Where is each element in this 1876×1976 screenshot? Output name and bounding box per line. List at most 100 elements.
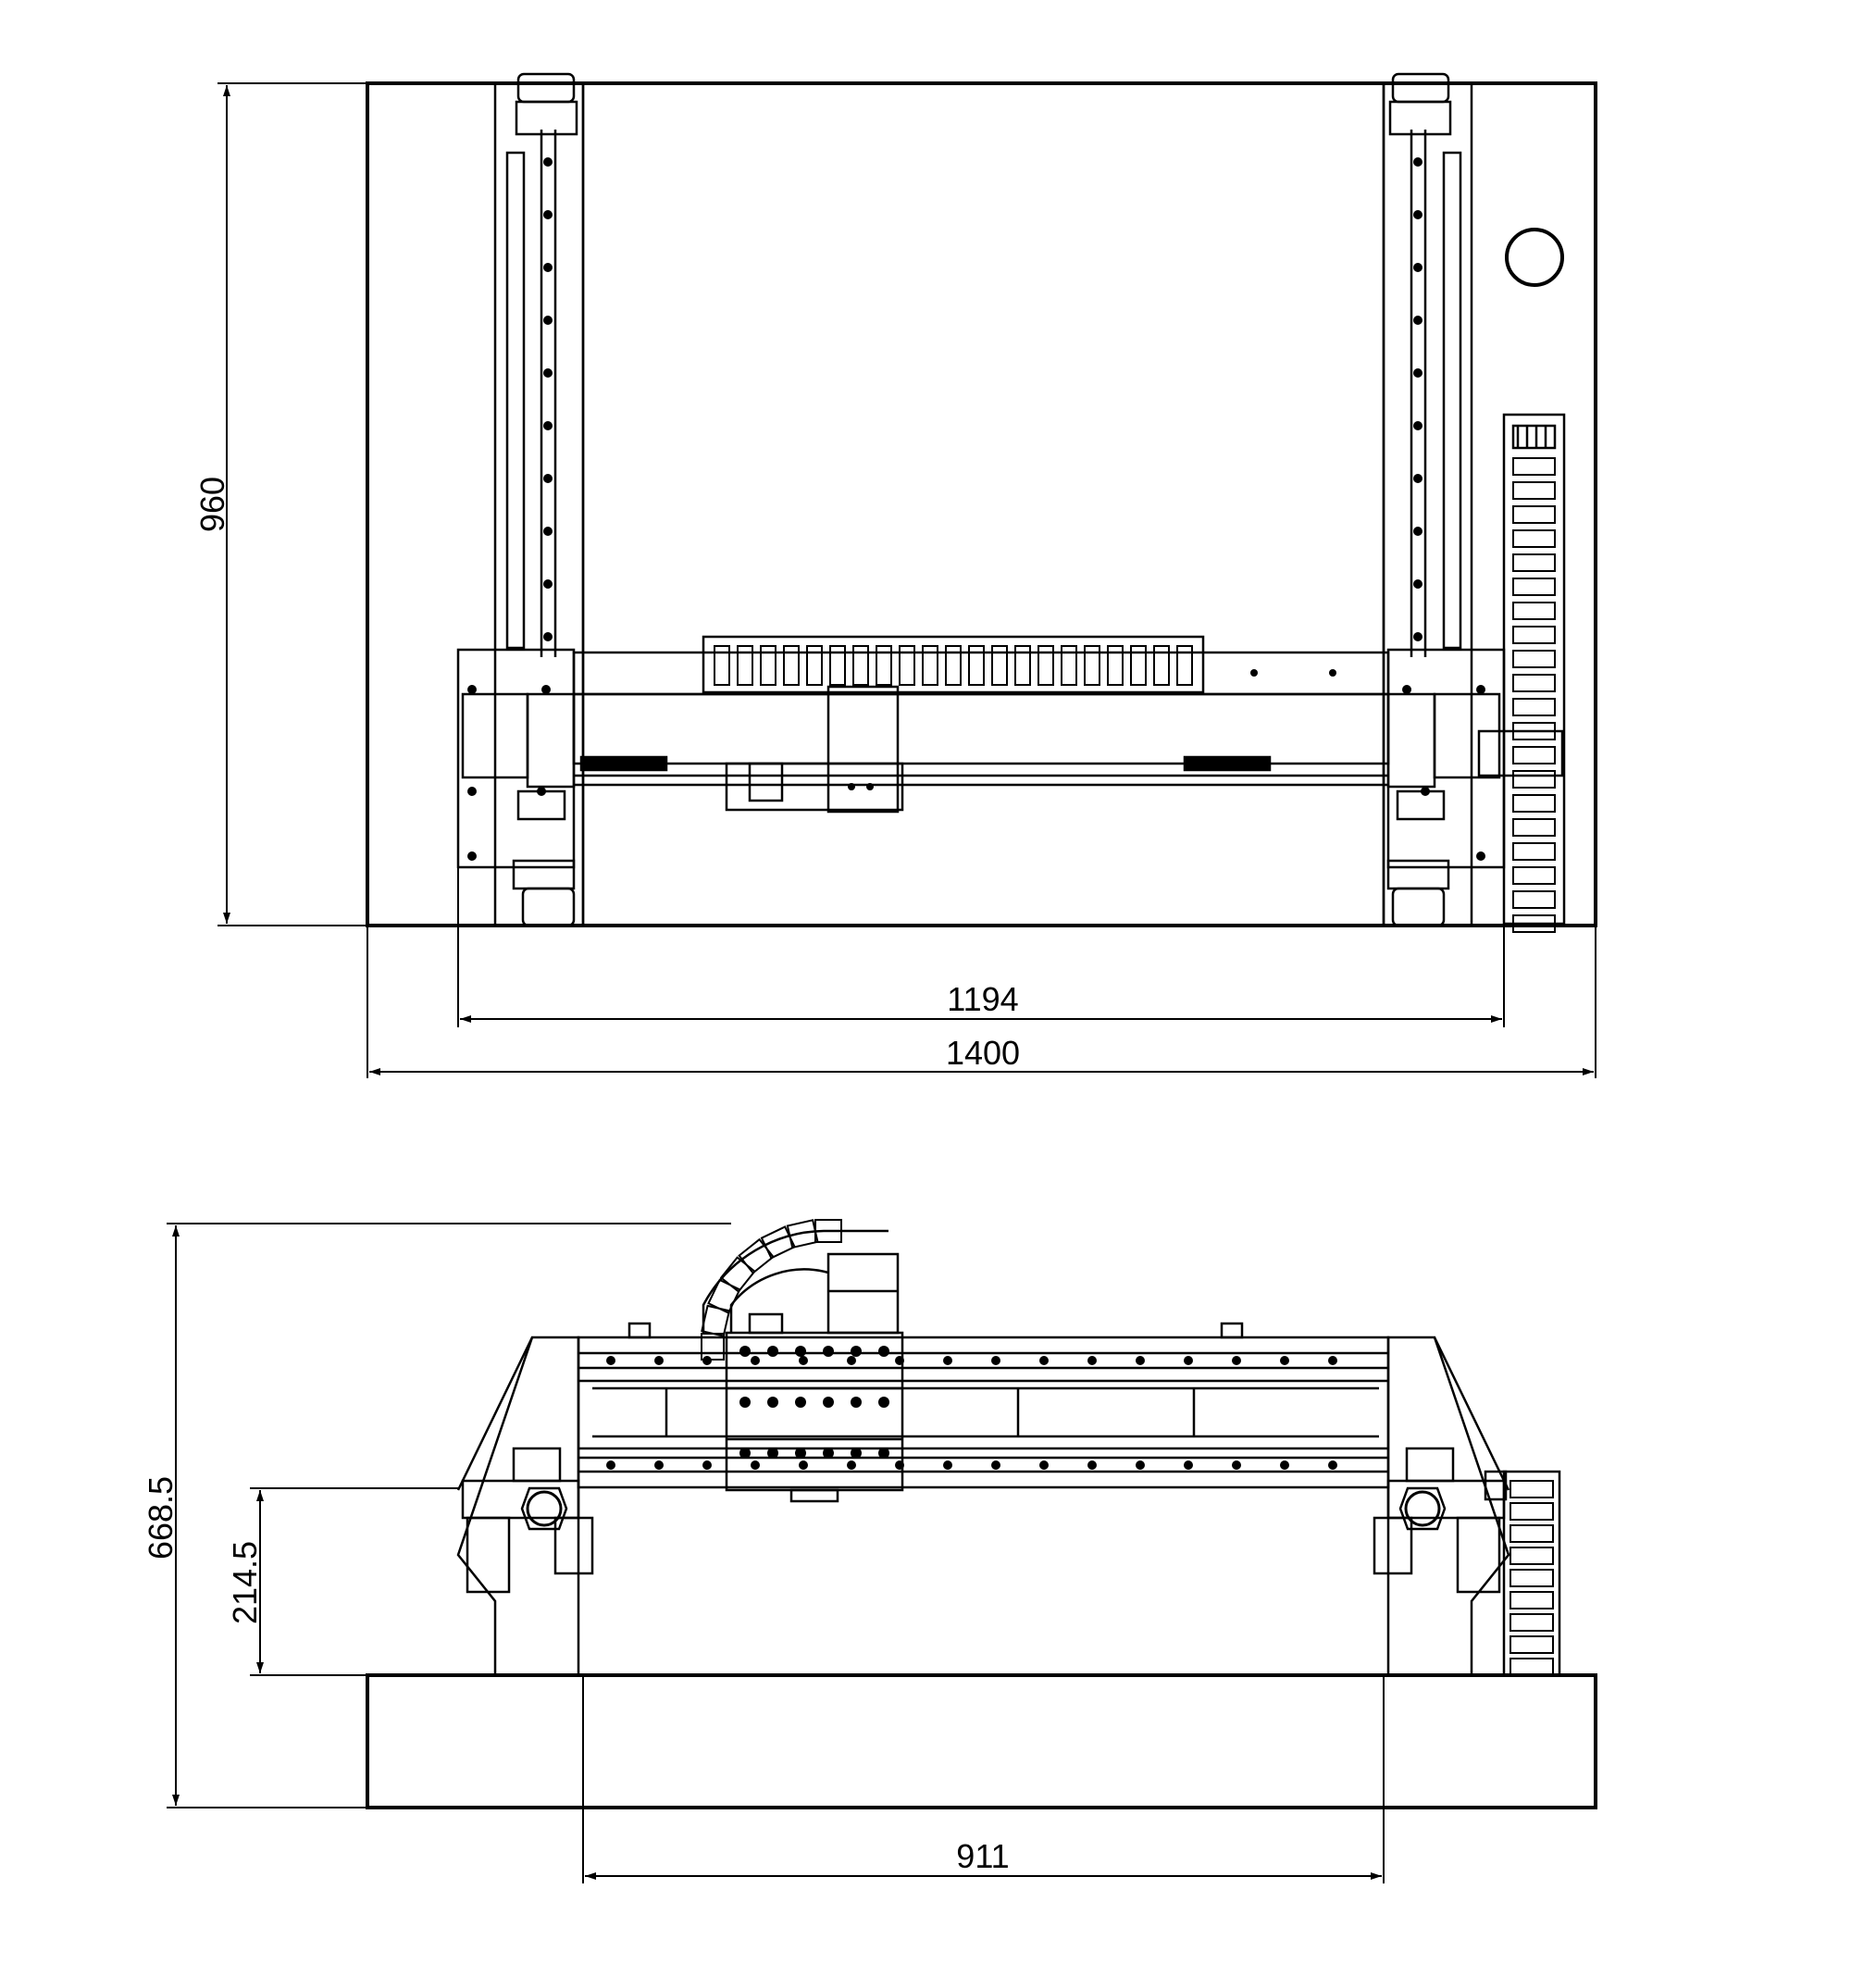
- rail-bolt: [543, 157, 553, 167]
- block-bolt: [467, 787, 477, 796]
- rail-bolt: [1413, 210, 1423, 219]
- beam-bolt: [799, 1356, 808, 1365]
- round-port-icon: [1505, 228, 1564, 287]
- dim-1400-label: 1400: [946, 1034, 1020, 1072]
- chain-link: [1512, 818, 1556, 837]
- carriage-bolt: [878, 1448, 889, 1459]
- chain-link: [1037, 645, 1054, 686]
- top-right-rail: [1382, 72, 1473, 927]
- beam-bolt: [1232, 1460, 1241, 1470]
- beam-bolt: [991, 1356, 1000, 1365]
- chain-link: [1509, 1480, 1554, 1498]
- chain-link: [1130, 645, 1147, 686]
- chain-link: [1512, 674, 1556, 692]
- chain-link: [968, 645, 985, 686]
- chain-link: [1509, 1658, 1554, 1676]
- chain-link: [1512, 602, 1556, 620]
- carriage-bolt: [878, 1346, 889, 1357]
- chain-link: [1509, 1502, 1554, 1521]
- rail-bolt: [1413, 579, 1423, 589]
- rail-bolt: [543, 527, 553, 536]
- beam-bolt: [799, 1460, 808, 1470]
- chain-link: [1512, 553, 1556, 572]
- beam-bolt: [847, 1460, 856, 1470]
- chain-link: [1512, 890, 1556, 909]
- carriage-bolt: [767, 1397, 778, 1408]
- beam-bolt: [848, 783, 855, 790]
- chain-link: [876, 645, 892, 686]
- front-right-upright: [1373, 1336, 1510, 1677]
- top-right-end-block: [1386, 648, 1564, 890]
- chain-link: [1084, 645, 1100, 686]
- carriage-bolt: [795, 1448, 806, 1459]
- chain-link: [1512, 746, 1556, 764]
- top-carriage: [725, 685, 904, 814]
- chain-link: [1512, 457, 1556, 476]
- chain-link: [1512, 578, 1556, 596]
- beam-bolt: [1136, 1356, 1145, 1365]
- chain-link: [991, 645, 1008, 686]
- beam-bolt: [606, 1460, 615, 1470]
- chain-link: [852, 645, 869, 686]
- carriage-bolt: [878, 1397, 889, 1408]
- front-dimensions: [167, 1223, 1385, 1883]
- top-left-end-block: [456, 648, 576, 890]
- chain-link: [783, 645, 800, 686]
- rail-bolt: [543, 421, 553, 430]
- block-bolt: [541, 685, 551, 694]
- chain-link: [1061, 645, 1077, 686]
- rail-bolt: [1413, 157, 1423, 167]
- beam-bolt: [702, 1460, 712, 1470]
- front-carriage: [725, 1252, 904, 1503]
- beam-bolt: [1250, 669, 1258, 677]
- chain-link: [1153, 645, 1170, 686]
- front-left-upright: [456, 1336, 594, 1677]
- block-bolt: [1402, 685, 1411, 694]
- carriage-bolt: [823, 1448, 834, 1459]
- chain-link: [1509, 1524, 1554, 1543]
- top-view: [366, 72, 1597, 927]
- front-right-knob: [1398, 1447, 1455, 1531]
- beam-bolt: [991, 1460, 1000, 1470]
- chain-link: [1512, 650, 1556, 668]
- carriage-bolt: [767, 1448, 778, 1459]
- top-gantry-beam: [572, 651, 1390, 787]
- rail-bolt: [543, 632, 553, 641]
- block-bolt: [467, 851, 477, 861]
- chain-link: [1512, 722, 1556, 740]
- chain-link: [1014, 645, 1031, 686]
- chain-link: [814, 1219, 842, 1243]
- beam-bolt: [1136, 1460, 1145, 1470]
- beam-bolt: [654, 1356, 664, 1365]
- chain-link: [1512, 866, 1556, 885]
- carriage-bolt: [851, 1448, 862, 1459]
- beam-bolt: [1329, 669, 1336, 677]
- front-view-bolts: [606, 1219, 1554, 1676]
- top-view-bolts: [467, 157, 1556, 933]
- chain-link: [1512, 842, 1556, 861]
- carriage-bolt: [739, 1397, 751, 1408]
- chain-link: [922, 645, 938, 686]
- carriage-bolt: [795, 1397, 806, 1408]
- chain-link: [1512, 626, 1556, 644]
- beam-bolt: [654, 1460, 664, 1470]
- chain-link: [1512, 770, 1556, 789]
- carriage-bolt: [823, 1397, 834, 1408]
- beam-bolt: [606, 1356, 615, 1365]
- rail-bolt: [543, 579, 553, 589]
- block-bolt: [1476, 685, 1485, 694]
- chain-link: [1512, 914, 1556, 933]
- rail-bolt: [543, 368, 553, 378]
- dim-960-label: 960: [193, 477, 231, 532]
- rail-bolt: [1413, 421, 1423, 430]
- beam-bolt: [1280, 1460, 1289, 1470]
- chain-link: [1509, 1591, 1554, 1609]
- rail-bolt: [1413, 474, 1423, 483]
- chain-link: [1512, 698, 1556, 716]
- carriage-bolt: [851, 1346, 862, 1357]
- rail-bolt: [1413, 527, 1423, 536]
- chain-link: [1509, 1635, 1554, 1654]
- dim-911-label: 911: [956, 1837, 1009, 1875]
- beam-bolt: [1328, 1460, 1337, 1470]
